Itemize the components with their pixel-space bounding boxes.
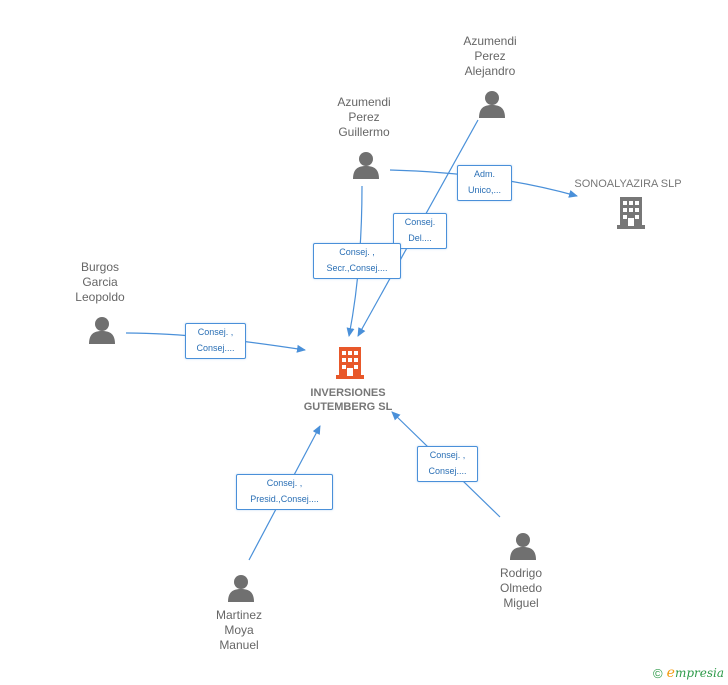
name-line: Moya (224, 623, 254, 637)
name-line: Martinez (215, 608, 262, 622)
relation-box-consej-presid[interactable]: Consej. , Presid.,Consej.... (236, 474, 333, 510)
name-line: Guillermo (338, 125, 390, 139)
relation-line: Consej. (404, 217, 436, 227)
relation-line: Secr.,Consej.... (326, 263, 388, 273)
name-line: Perez (348, 110, 380, 124)
person-label-azumendi-guillermo[interactable]: Azumendi Perez Guillermo (304, 95, 424, 140)
person-icon[interactable] (89, 317, 115, 344)
company-label-sonoalyazira[interactable]: SONOALYAZIRA SLP (553, 177, 703, 191)
copyright-footer: © empresia (653, 665, 724, 681)
name-line: Leopoldo (75, 290, 125, 304)
name-line: Manuel (219, 638, 259, 652)
relation-line: Unico,... (467, 185, 501, 195)
person-icon[interactable] (510, 533, 536, 560)
person-label-martinez[interactable]: Martinez Moya Manuel (179, 608, 299, 653)
relation-box-consej-rodrigo[interactable]: Consej. , Consej.... (417, 446, 478, 482)
name-line: Rodrigo (499, 566, 543, 580)
person-label-azumendi-alejandro[interactable]: Azumendi Perez Alejandro (430, 34, 550, 79)
relation-line: Consej. , (429, 450, 466, 460)
company-label-center[interactable]: INVERSIONES GUTEMBERG SL (273, 386, 423, 414)
person-icon[interactable] (353, 152, 379, 179)
relation-line: Presid.,Consej.... (250, 494, 319, 504)
company-name: SONOALYAZIRA SLP (574, 178, 682, 190)
relation-box-consej-secr[interactable]: Consej. , Secr.,Consej.... (313, 243, 401, 279)
relation-box-consej-burgos[interactable]: Consej. , Consej.... (185, 323, 246, 359)
relation-box-consej-del[interactable]: Consej. Del.... (393, 213, 447, 249)
name-line: Alejandro (464, 64, 516, 78)
person-label-rodrigo[interactable]: Rodrigo Olmedo Miguel (461, 566, 581, 611)
relation-line: Adm. (473, 169, 495, 179)
name-line: Azumendi (463, 34, 517, 48)
name-line: Miguel (503, 596, 539, 610)
building-icon-sonoalyazira[interactable] (617, 197, 645, 229)
name-line: Burgos (80, 260, 120, 274)
relation-line: Consej.... (196, 343, 235, 353)
name-line: Garcia (82, 275, 118, 289)
person-label-burgos[interactable]: Burgos Garcia Leopoldo (40, 260, 160, 305)
name-line: Perez (474, 49, 506, 63)
name-line: Azumendi (337, 95, 391, 109)
company-name-line: GUTEMBERG SL (303, 401, 393, 413)
relation-line: Consej. , (197, 327, 234, 337)
empresia-logo[interactable]: empresia (666, 665, 724, 681)
relation-line: Del.... (408, 233, 432, 243)
company-name-line: INVERSIONES (310, 387, 386, 399)
relation-line: Consej. , (339, 247, 375, 257)
building-icon-center[interactable] (336, 347, 364, 379)
person-icon[interactable] (228, 575, 254, 602)
relation-line: Consej. , (266, 478, 303, 488)
copyright-icon: © (653, 665, 663, 681)
relation-box-adm-unico[interactable]: Adm. Unico,... (457, 165, 512, 201)
name-line: Olmedo (499, 581, 543, 595)
person-icon[interactable] (479, 91, 505, 118)
relation-line: Consej.... (428, 466, 467, 476)
